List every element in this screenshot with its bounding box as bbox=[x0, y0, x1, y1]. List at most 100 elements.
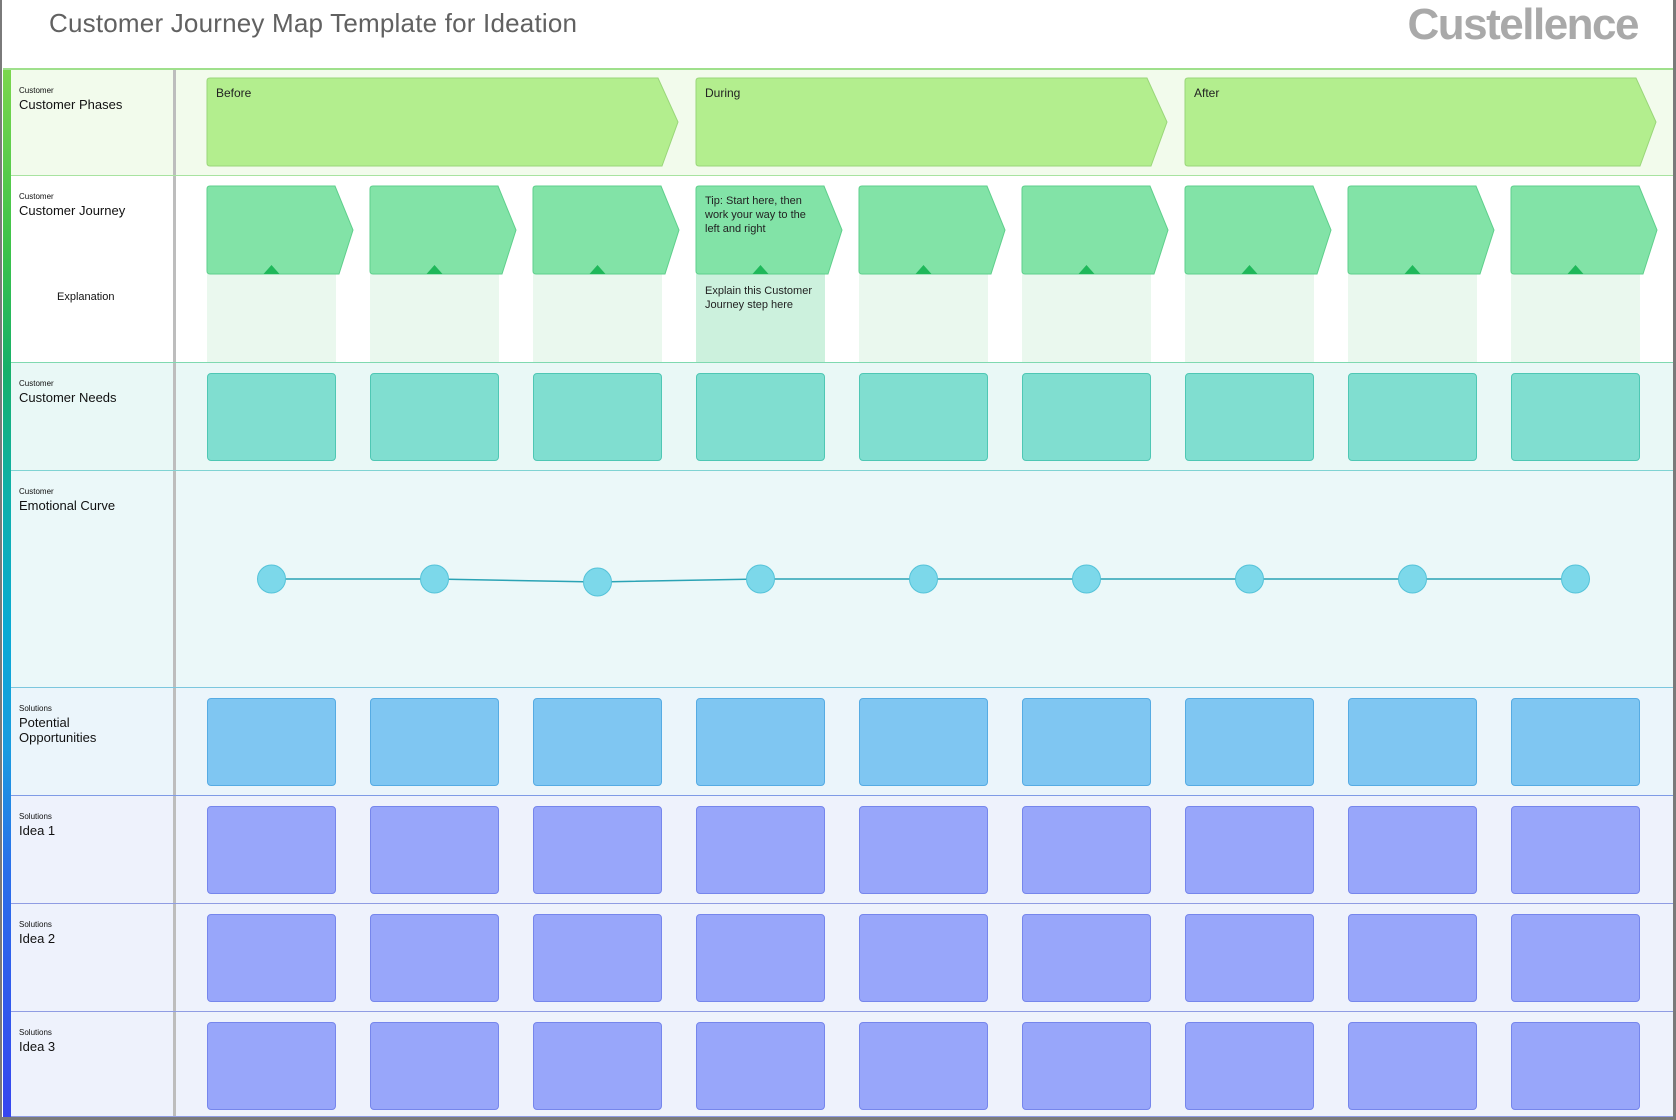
idea-card[interactable] bbox=[1022, 1022, 1151, 1110]
expand-arrow-icon[interactable] bbox=[263, 265, 280, 274]
journey-step-card[interactable] bbox=[1347, 185, 1495, 275]
label-column-divider bbox=[173, 70, 176, 176]
expand-arrow-icon[interactable] bbox=[1567, 265, 1584, 274]
journey-step-card[interactable] bbox=[1510, 185, 1658, 275]
idea-card[interactable] bbox=[370, 1022, 499, 1110]
expand-arrow-icon[interactable] bbox=[1241, 265, 1258, 274]
explanation-card[interactable] bbox=[207, 274, 336, 362]
row-divider bbox=[11, 175, 1673, 176]
idea-card[interactable] bbox=[1348, 1022, 1477, 1110]
need-card[interactable] bbox=[207, 373, 336, 461]
emotion-point[interactable] bbox=[1235, 564, 1264, 594]
opportunity-card[interactable] bbox=[207, 698, 336, 786]
emotion-point[interactable] bbox=[1072, 564, 1101, 594]
idea-card[interactable] bbox=[1185, 914, 1314, 1002]
explanation-card[interactable] bbox=[370, 274, 499, 362]
idea-card[interactable] bbox=[859, 914, 988, 1002]
explanation-card[interactable] bbox=[1022, 274, 1151, 362]
emotion-point[interactable] bbox=[257, 564, 286, 594]
emotion-point[interactable] bbox=[746, 564, 775, 594]
journey-step-card[interactable] bbox=[695, 185, 843, 275]
emotion-point[interactable] bbox=[583, 567, 612, 597]
row-divider bbox=[11, 795, 1673, 796]
phase-shape-during[interactable] bbox=[695, 77, 1168, 167]
idea-card[interactable] bbox=[533, 914, 662, 1002]
idea-card[interactable] bbox=[370, 806, 499, 894]
idea-card[interactable] bbox=[207, 914, 336, 1002]
journey-step-card[interactable] bbox=[1021, 185, 1169, 275]
idea-card[interactable] bbox=[859, 806, 988, 894]
need-card[interactable] bbox=[533, 373, 662, 461]
emotion-point[interactable] bbox=[909, 564, 938, 594]
explanation-card[interactable] bbox=[1348, 274, 1477, 362]
need-card[interactable] bbox=[370, 373, 499, 461]
opportunity-card[interactable] bbox=[370, 698, 499, 786]
opportunity-card[interactable] bbox=[859, 698, 988, 786]
idea-card[interactable] bbox=[533, 1022, 662, 1110]
emotion-point[interactable] bbox=[1561, 564, 1590, 594]
frame-left-border bbox=[0, 0, 2, 1120]
idea-card[interactable] bbox=[1511, 806, 1640, 894]
expand-arrow-icon[interactable] bbox=[1078, 265, 1095, 274]
opportunity-card[interactable] bbox=[696, 698, 825, 786]
explanation-card[interactable] bbox=[696, 274, 825, 362]
expand-arrow-icon[interactable] bbox=[426, 265, 443, 274]
idea-card[interactable] bbox=[1185, 806, 1314, 894]
idea-card[interactable] bbox=[533, 806, 662, 894]
emotion-point[interactable] bbox=[420, 564, 449, 594]
need-card[interactable] bbox=[1348, 373, 1477, 461]
idea-card[interactable] bbox=[1022, 914, 1151, 1002]
need-card[interactable] bbox=[1022, 373, 1151, 461]
journey-step-card[interactable] bbox=[369, 185, 517, 275]
idea-card[interactable] bbox=[1022, 806, 1151, 894]
expand-arrow-icon[interactable] bbox=[752, 265, 769, 274]
need-card[interactable] bbox=[696, 373, 825, 461]
idea-card[interactable] bbox=[1348, 806, 1477, 894]
header-divider bbox=[3, 68, 1673, 70]
row-category-label: Solutions bbox=[19, 1028, 52, 1037]
explanation-card[interactable] bbox=[1511, 274, 1640, 362]
idea-card[interactable] bbox=[1511, 1022, 1640, 1110]
opportunity-card[interactable] bbox=[1348, 698, 1477, 786]
explanation-card[interactable] bbox=[1185, 274, 1314, 362]
phase-shape-after[interactable] bbox=[1184, 77, 1657, 167]
opportunity-card[interactable] bbox=[1022, 698, 1151, 786]
idea-card[interactable] bbox=[207, 806, 336, 894]
idea-card[interactable] bbox=[370, 914, 499, 1002]
idea-card[interactable] bbox=[696, 914, 825, 1002]
phase-shape-before[interactable] bbox=[206, 77, 679, 167]
journey-step-card[interactable] bbox=[206, 185, 354, 275]
opportunity-card[interactable] bbox=[1185, 698, 1314, 786]
idea-card[interactable] bbox=[207, 1022, 336, 1110]
opportunity-card[interactable] bbox=[1511, 698, 1640, 786]
idea-card[interactable] bbox=[696, 806, 825, 894]
explanation-card[interactable] bbox=[859, 274, 988, 362]
idea-card[interactable] bbox=[1511, 914, 1640, 1002]
need-card[interactable] bbox=[1185, 373, 1314, 461]
idea-card[interactable] bbox=[696, 1022, 825, 1110]
need-card[interactable] bbox=[859, 373, 988, 461]
expand-arrow-icon[interactable] bbox=[915, 265, 932, 274]
expand-arrow-icon[interactable] bbox=[1404, 265, 1421, 274]
journey-step-card[interactable] bbox=[532, 185, 680, 275]
idea-card[interactable] bbox=[1348, 914, 1477, 1002]
row-title-label: Customer Journey bbox=[19, 203, 126, 218]
journey-step-card[interactable] bbox=[1184, 185, 1332, 275]
idea-card[interactable] bbox=[859, 1022, 988, 1110]
expand-arrow-icon[interactable] bbox=[589, 265, 606, 274]
journey-step-card[interactable] bbox=[858, 185, 1006, 275]
need-card[interactable] bbox=[1511, 373, 1640, 461]
explanation-card[interactable] bbox=[533, 274, 662, 362]
opportunity-card[interactable] bbox=[533, 698, 662, 786]
emotion-point[interactable] bbox=[1398, 564, 1427, 594]
idea-card[interactable] bbox=[1185, 1022, 1314, 1110]
